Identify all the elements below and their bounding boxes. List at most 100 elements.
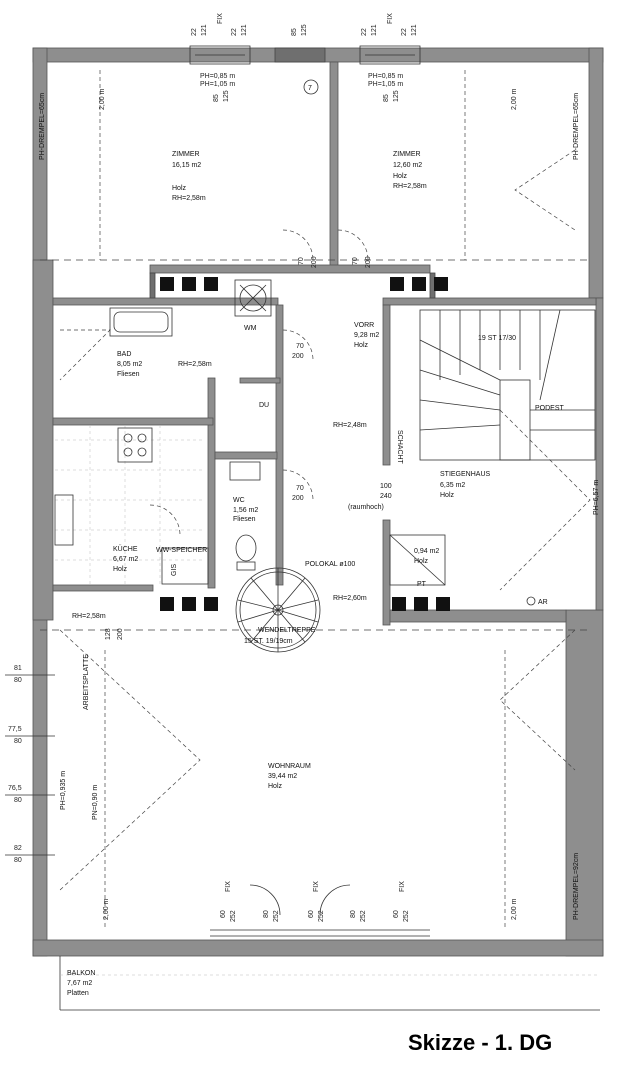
window-right-ph105: PH=1,05 m (368, 81, 403, 88)
bottom-dim-60-a: 60 (220, 910, 227, 918)
dim-240-label: 240 (380, 493, 392, 500)
zimmer-right-area: 12,60 m2 (393, 162, 422, 169)
arbeitsplatte-label: ARBEITSPLATTE (83, 654, 90, 710)
door-70-a: 70 (298, 257, 305, 265)
bad-rh: RH=2,58m (178, 361, 212, 368)
bad-floor: Fliesen (117, 371, 140, 378)
marker-7-label: 7 (308, 85, 312, 92)
bottom-dim-252-e: 252 (403, 910, 410, 922)
dim-200m-bottomright: 2,00 m (511, 898, 518, 920)
ww-speicher-label: WW-SPEICHER (156, 547, 207, 554)
top-dim-22-c: 22 (361, 28, 368, 36)
wc-floor: Fliesen (233, 516, 256, 523)
window-left-ph085: PH=0,85 m (200, 73, 235, 80)
bottom-dim-80-a: 80 (263, 910, 270, 918)
zimmer-left-area: 16,15 m2 (172, 162, 201, 169)
door-70-b: 70 (352, 257, 359, 265)
top-dim-22-b: 22 (231, 28, 238, 36)
raumhoch-label: (raumhoch) (348, 504, 384, 511)
top-dim-125: 125 (301, 24, 308, 36)
chimney-blocks (160, 277, 450, 611)
top-dim-121-b: 121 (241, 24, 248, 36)
win-dim-125-a: 125 (223, 90, 230, 102)
top-dim-85: 85 (291, 28, 298, 36)
kueche-area: 6,67 m2 (113, 556, 138, 563)
kueche-name: KÜCHE (113, 545, 138, 553)
outer-walls (32, 47, 604, 957)
zimmer-right-name: ZIMMER (393, 151, 421, 158)
du-label: DU (259, 402, 269, 409)
gis-label: GIS (171, 564, 178, 576)
dim-200m-bottomleft: 2,00 m (103, 898, 110, 920)
vorr-rh: RH=2,48m (333, 422, 367, 429)
bad-name: BAD (117, 351, 131, 358)
door-200-c: 200 (292, 353, 304, 360)
bottom-dim-60-b: 60 (308, 910, 315, 918)
top-windows (189, 45, 421, 95)
rh260-label: RH=2,60m (333, 595, 367, 602)
balkon-area: 7,67 m2 (67, 980, 92, 987)
bathroom-fixtures (109, 279, 272, 571)
zimmer-left-name: ZIMMER (172, 151, 200, 158)
door-200-a: 200 (311, 256, 318, 268)
wc-name: WC (233, 497, 245, 504)
balkon-name: BALKON (67, 970, 95, 977)
small-room-area: 0,94 m2 (414, 548, 439, 555)
polokal-label: POLOKAL ø100 (305, 561, 355, 568)
dim-100-label: 100 (380, 483, 392, 490)
stiegenhaus-floor: Holz (440, 492, 455, 499)
bottom-fix-c: FIX (399, 881, 406, 892)
wc-area: 1,56 m2 (233, 507, 258, 514)
balkon-floor: Platten (67, 990, 89, 997)
left-dim-765: 76,5 (8, 785, 22, 792)
ar-label: AR (538, 599, 548, 606)
left-dim-80-a: 80 (14, 677, 22, 684)
bottom-dim-252-d: 252 (360, 910, 367, 922)
wm-label: WM (244, 325, 257, 332)
ar-marker-icon (526, 596, 536, 606)
bottom-dim-252-c: 252 (318, 910, 325, 922)
left-dim-80-d: 80 (14, 857, 22, 864)
left-dim-81: 81 (14, 665, 22, 672)
ph-drempel-92: PH-DREMPEL=92cm (573, 853, 580, 920)
schacht-label: SCHACHT (396, 430, 403, 465)
ph-657-label: PH=6,57 m (593, 480, 600, 515)
zimmer-left-floor: Holz (172, 185, 187, 192)
window-left-ph105: PH=1,05 m (200, 81, 235, 88)
dim-200m-topleft: 2,00 m (99, 88, 106, 110)
door-200-d: 200 (292, 495, 304, 502)
win-dim-85-b: 85 (383, 94, 390, 102)
pn-090-label: PN=0,90 m (92, 785, 99, 820)
door-70-d: 70 (296, 485, 304, 492)
bottom-dim-252-b: 252 (273, 910, 280, 922)
podest-label: PODEST (535, 405, 565, 412)
top-fix-a: FIX (217, 13, 224, 24)
top-dim-121-c: 121 (371, 24, 378, 36)
left-dim-82: 82 (14, 845, 22, 852)
rh258-kitchen-label: RH=2,58m (72, 613, 106, 620)
main-staircase (389, 309, 596, 586)
kitchen-grid (54, 425, 209, 585)
bottom-dim-252-a: 252 (230, 910, 237, 922)
ph-drempel-left: PH-DREMPEL=65cm (39, 93, 46, 160)
bad-area: 8,05 m2 (117, 361, 142, 368)
top-dim-22-d: 22 (401, 28, 408, 36)
wendeltreppe-label: WENDELTREPPE (258, 627, 316, 634)
small-room-floor: Holz (414, 558, 429, 565)
wohnraum-floor: Holz (268, 783, 283, 790)
win-dim-125-b: 125 (393, 90, 400, 102)
vorr-area: 9,28 m2 (354, 332, 379, 339)
top-dim-121-a: 121 (201, 24, 208, 36)
wohnraum-name: WOHNRAUM (268, 763, 311, 770)
ph-drempel-right: PH-DREMPEL=65cm (573, 93, 580, 160)
left-dim-80-b: 80 (14, 738, 22, 745)
vorr-name: VORR (354, 322, 374, 329)
drawing-title: Skizze - 1. DG (408, 1030, 552, 1055)
win-dim-85-a: 85 (213, 94, 220, 102)
bottom-fix-a: FIX (225, 881, 232, 892)
dim-200-kitchen: 200 (117, 628, 124, 640)
top-dim-121-d: 121 (411, 24, 418, 36)
wendel-steps-label: 15 ST. 19/19cm (244, 638, 293, 645)
vorr-floor: Holz (354, 342, 369, 349)
